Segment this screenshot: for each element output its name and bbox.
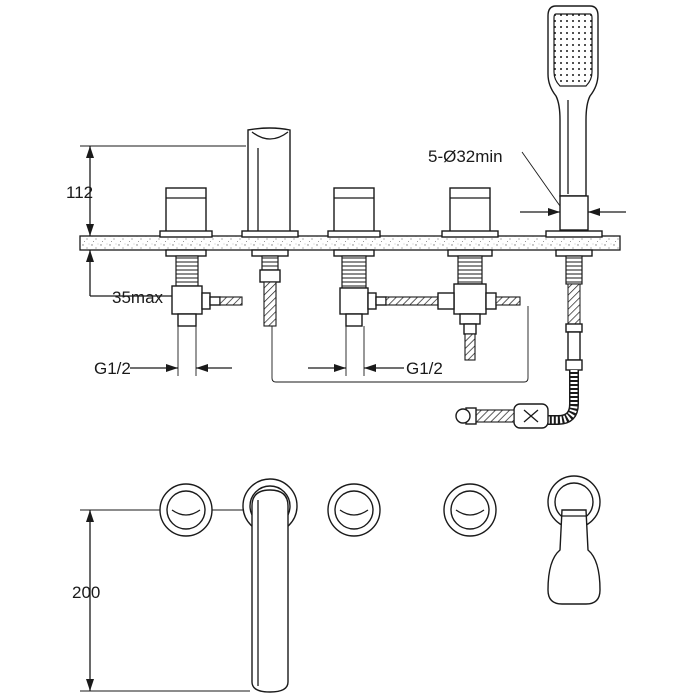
shower-face-icon [553,13,593,87]
connecting-pipe [271,256,529,383]
spout-elevation [241,127,299,327]
handle-left-top [159,483,213,537]
plan-view: 200 [72,475,601,693]
countertop [79,235,621,251]
handle-diverter-top [443,483,497,537]
dimension-35max-label: 35max [112,288,164,307]
dimension-g12-right-label: G1/2 [406,359,443,378]
dimension-35max: 35max [86,250,172,307]
dimension-hole-diameter-label: 5-Ø32min [428,147,503,166]
hand-shower [455,5,603,429]
dimension-200: 200 [72,509,250,692]
shower-plan [547,475,601,605]
dimension-112: 112 [66,145,246,236]
shower-hose [548,370,579,425]
handle-center-top [327,483,381,537]
dimension-g12-right: G1/2 [308,326,443,378]
valve-center [327,187,439,327]
diverter [437,187,521,361]
dimension-g12-left-label: G1/2 [94,359,131,378]
spout-plan [242,478,298,693]
valve-left [159,187,243,327]
elevation-view: 112 35max 5-Ø32min G1/2 [66,5,626,429]
dimension-200-label: 200 [72,583,100,602]
dimension-g12-left: G1/2 [94,326,232,378]
dimension-112-label: 112 [66,183,93,202]
